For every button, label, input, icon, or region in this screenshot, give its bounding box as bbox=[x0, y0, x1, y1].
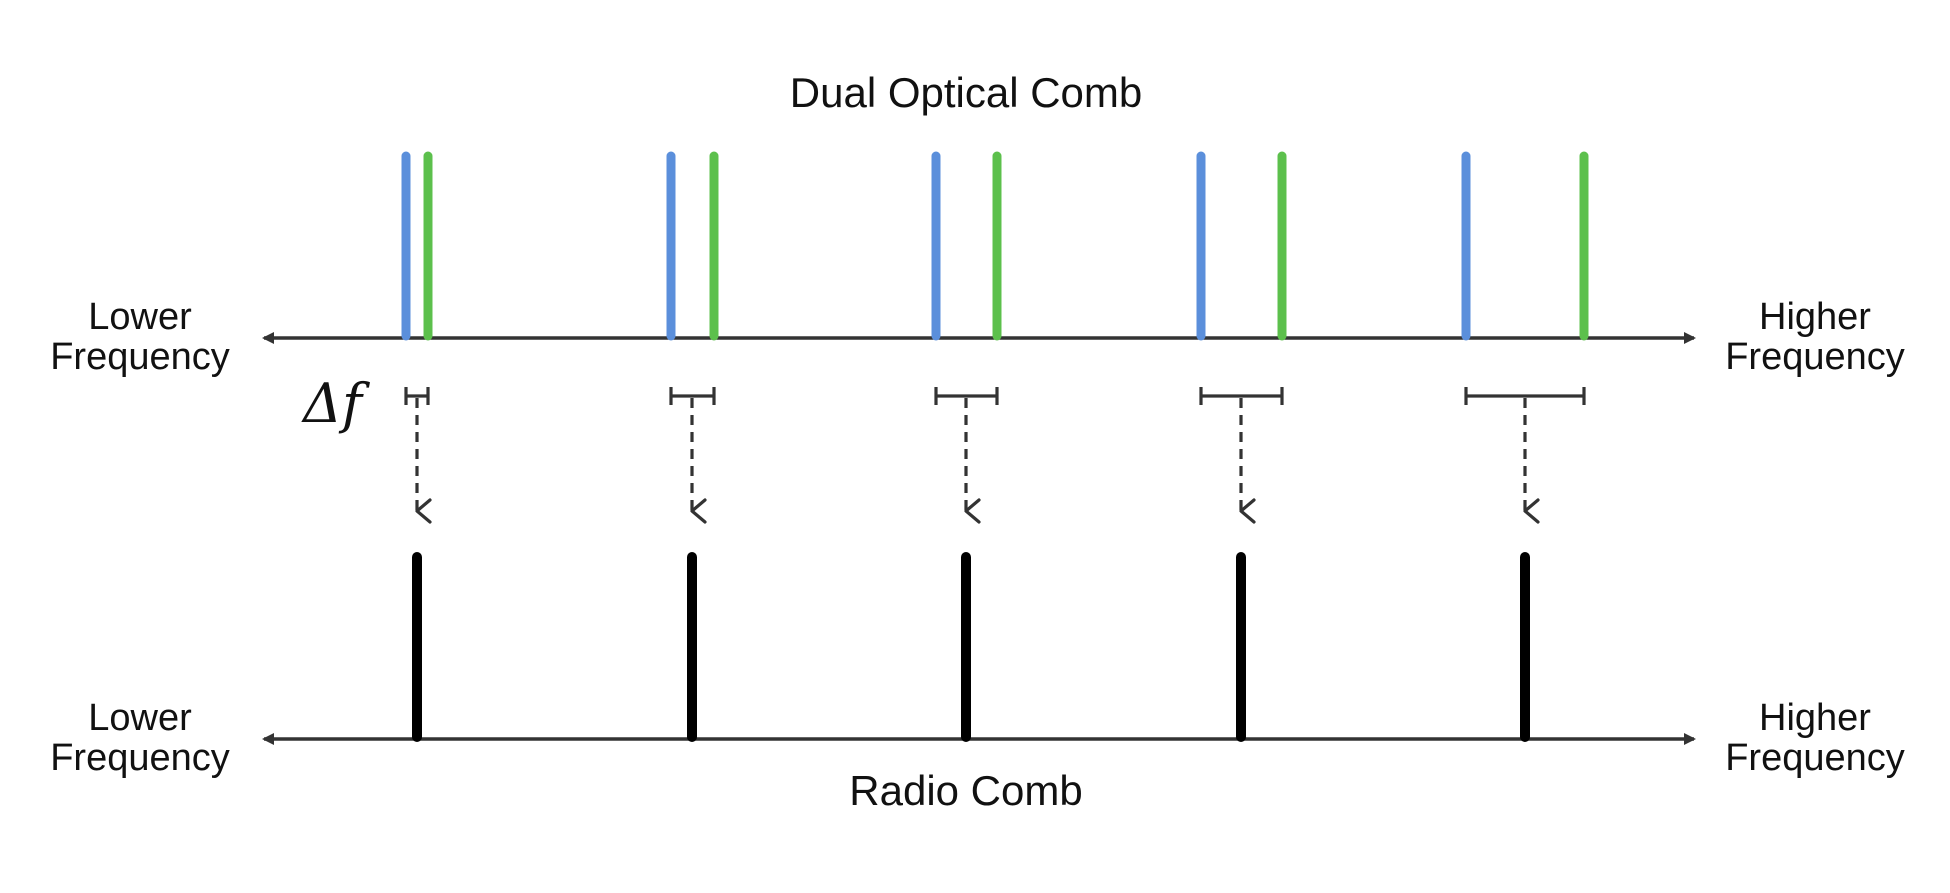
down-conversion-arrows bbox=[415, 398, 1540, 524]
optical-comb-lines bbox=[401, 151, 1589, 341]
optical-axis-right-label: Higher Frequency bbox=[1710, 297, 1920, 377]
radio-axis-left-label-line2: Frequency bbox=[50, 737, 230, 779]
optical-axis-right-label-line2: Frequency bbox=[1725, 336, 1905, 378]
optical-comb-title: Dual Optical Comb bbox=[789, 69, 1143, 116]
optical-axis-left-label-line1: Lower bbox=[88, 296, 192, 338]
optical-axis-left-label-line2: Frequency bbox=[50, 336, 230, 378]
radio-axis-right-label: Higher Frequency bbox=[1710, 698, 1920, 778]
radio-axis-left-label-line1: Lower bbox=[88, 697, 192, 739]
optical-axis-left-label: Lower Frequency bbox=[40, 297, 240, 377]
difference-brackets bbox=[404, 387, 1586, 405]
delta-f-label: Δf bbox=[303, 372, 362, 435]
optical-axis-right-label-line1: Higher bbox=[1759, 296, 1871, 338]
radio-comb-lines bbox=[412, 552, 1530, 742]
radio-axis-right-label-line2: Frequency bbox=[1725, 737, 1905, 779]
radio-axis-right-label-line1: Higher bbox=[1759, 697, 1871, 739]
radio-axis-left-label: Lower Frequency bbox=[40, 698, 240, 778]
radio-comb-title: Radio Comb bbox=[849, 767, 1083, 814]
